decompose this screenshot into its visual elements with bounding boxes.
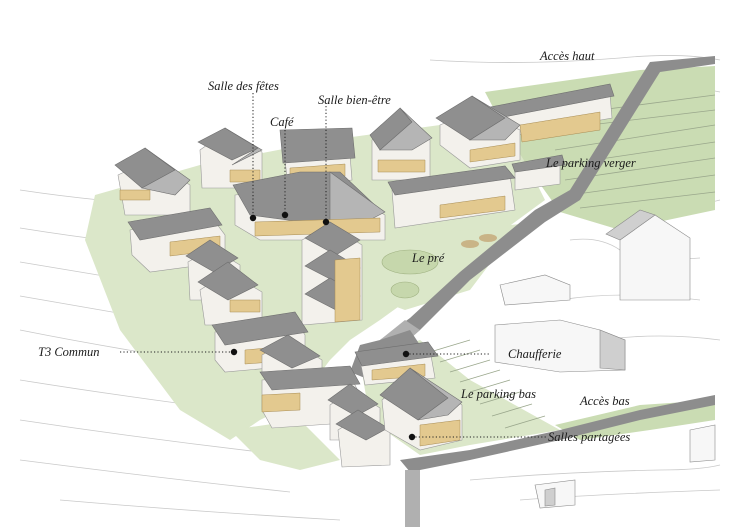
label-parking-verger: Le parking verger xyxy=(545,156,636,170)
label-acces-haut: Accès haut xyxy=(539,49,595,63)
building-north-2 xyxy=(369,107,433,181)
parking-bas-lot xyxy=(429,339,546,429)
building-cafe xyxy=(197,127,263,189)
building-central-stack xyxy=(301,221,363,326)
building-west-3 xyxy=(185,239,263,326)
le-pre-features xyxy=(381,234,497,299)
building-west-1 xyxy=(114,147,191,216)
building-parking-verger xyxy=(387,165,516,229)
label-salle-des-fetes: Salle des fêtes xyxy=(208,79,279,93)
label-le-pre: Le pré xyxy=(411,251,445,265)
building-south-3 xyxy=(327,383,391,468)
building-communal xyxy=(232,171,386,241)
diagram-labels: Accès haut Salle des fêtes Salle bien-êt… xyxy=(38,49,636,444)
label-chaufferie: Chaufferie xyxy=(508,347,562,361)
label-salle-bien-etre: Salle bien-être xyxy=(318,93,391,107)
neighbour-buildings xyxy=(494,209,716,509)
label-salles-partagees: Salles partagées xyxy=(548,430,630,444)
label-parking-bas: Le parking bas xyxy=(460,387,536,401)
label-t3-commun: T3 Commun xyxy=(38,345,99,359)
building-salles-partagees xyxy=(379,367,463,451)
leader-lines xyxy=(120,93,548,438)
label-cafe: Café xyxy=(270,115,294,129)
leader-dots xyxy=(230,211,416,441)
building-north-1 xyxy=(435,95,521,169)
label-acces-bas: Accès bas xyxy=(579,394,630,408)
